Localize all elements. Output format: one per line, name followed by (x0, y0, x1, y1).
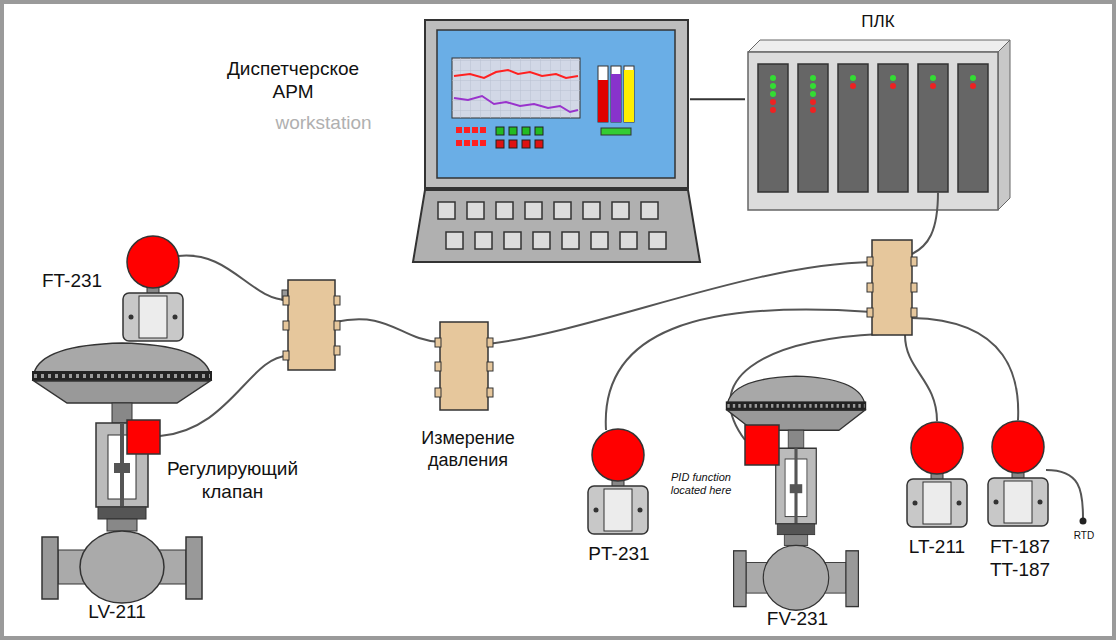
device-tag: LT-211 (892, 536, 982, 559)
device-tag: PT-231 (574, 543, 664, 566)
junction-box (867, 240, 917, 335)
device-tag: FV-231 (760, 608, 835, 631)
junction-box (282, 280, 340, 370)
control-valve (726, 376, 866, 610)
control-valve: Регулирующий клапанLV-211 (32, 338, 212, 600)
valve-positioner (127, 420, 160, 454)
junction-box (435, 322, 493, 410)
caption-label: Измерение давления (398, 428, 538, 471)
device-tag: LV-211 (62, 601, 172, 624)
valve-positioner (745, 425, 779, 465)
workstation: Диспетчерское АРМ (418, 20, 690, 268)
pressure-transmitter: PT-231 (588, 427, 650, 532)
device-tag: PID function located here (660, 471, 742, 497)
flow-temperature-transmitter: FT-187 TT-187 (987, 420, 1049, 522)
caption-label: workstation (236, 112, 411, 135)
caption-label: RTD (1066, 530, 1102, 542)
workstation-keyboard (413, 190, 700, 262)
flow-transmitter (123, 236, 183, 341)
device-tag: FT-187 TT-187 (984, 536, 1056, 582)
level-transmitter (907, 422, 967, 527)
level-transmitter: LT-211 (908, 420, 968, 522)
rtd-sensor-tip (1080, 518, 1087, 525)
flow-transmitter (988, 421, 1048, 526)
pressure-transmitter (588, 429, 648, 534)
plc-rack (748, 40, 1010, 210)
flow-transmitter: FT-231 (122, 232, 184, 347)
plc: ПЛК (745, 38, 1013, 213)
control-valve: PID function located hereFV-231 (725, 372, 867, 608)
device-tag: FT-231 (16, 270, 128, 293)
device-tag: Регулирующий клапан (150, 458, 315, 504)
device-tag: Диспетчерское АРМ (208, 58, 378, 104)
network-cable (690, 98, 745, 100)
device-tag: ПЛК (848, 12, 908, 32)
workstation-monitor (425, 20, 688, 188)
